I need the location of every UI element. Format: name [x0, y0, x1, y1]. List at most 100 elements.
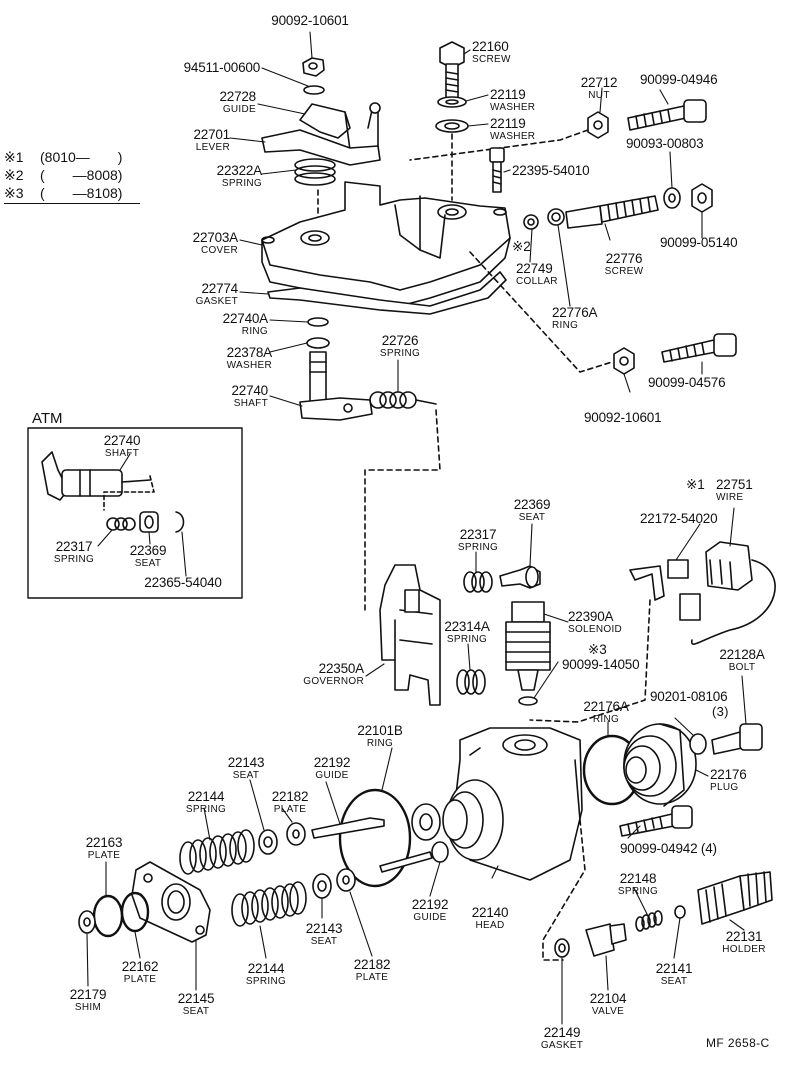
part-label-90099-14050: 90099-14050	[562, 657, 640, 672]
part-label-90201-08106: 90201-08106(3)	[650, 689, 729, 719]
bolt-part	[711, 723, 763, 755]
spring-part	[294, 158, 336, 186]
head-part	[442, 727, 583, 881]
governor-part	[379, 564, 441, 706]
plate-part	[92, 894, 124, 938]
part-label-90092-10601: 90092-10601	[271, 13, 349, 28]
plate-part	[120, 891, 150, 933]
wire-part	[679, 541, 776, 645]
seat-part	[258, 829, 278, 855]
screw-part	[439, 41, 465, 99]
part-label-90099-05140: 90099-05140	[660, 235, 738, 250]
spring-part	[456, 669, 486, 695]
part-label-22395-54010: 22395-54010	[512, 163, 590, 178]
lever-part	[261, 102, 381, 166]
guide-pin-part	[311, 817, 385, 839]
mark-note-2: ※2	[512, 239, 531, 254]
part-label-90093-00803: 90093-00803	[626, 136, 704, 151]
plug-part	[623, 723, 697, 807]
part-label-22172-54020: 22172-54020	[640, 511, 718, 526]
serial-notes: ※1(8010— ) ※2( —8008) ※3( —8108)	[4, 148, 140, 204]
holder-part	[697, 871, 773, 925]
washer-part	[437, 96, 467, 108]
ring-part	[307, 317, 329, 327]
seat-plate-part	[131, 861, 211, 943]
seat-part	[499, 565, 541, 589]
note-row: ※3( —8108)	[4, 185, 123, 201]
terminal-part	[629, 559, 689, 601]
seat-part	[312, 873, 332, 899]
gasket-part	[554, 938, 570, 958]
spring-part	[179, 829, 255, 875]
shim-part	[78, 910, 96, 934]
part-label-94511-00600: 94511-00600	[183, 60, 261, 75]
valve-part	[585, 923, 627, 957]
ring-part	[547, 208, 565, 226]
atm-title: ATM	[32, 410, 63, 427]
screw-part	[565, 195, 659, 229]
washer-part	[306, 337, 330, 349]
ring-part	[411, 803, 441, 841]
bolt-part	[489, 147, 505, 193]
atm-spring-part	[106, 517, 136, 531]
spring-part	[369, 391, 437, 409]
shaft-part	[299, 351, 373, 421]
spring-part	[463, 571, 493, 593]
gasket-part	[267, 271, 507, 315]
spring-part	[635, 910, 663, 932]
spring-part	[231, 881, 307, 927]
nut-part	[302, 57, 325, 77]
ring-part	[338, 788, 412, 888]
solenoid-part	[505, 601, 551, 691]
ring-part	[518, 696, 538, 706]
part-label-90099-04946: 90099-04946	[640, 72, 718, 87]
part-label-atm-22365-54040: 22365-54040	[144, 575, 222, 590]
atm-seat-part	[139, 511, 159, 533]
plate-part	[286, 822, 306, 846]
mark-note-3: ※3	[588, 642, 607, 657]
part-label-90099-04942: 90099-04942 (4)	[620, 841, 717, 856]
part-label-90099-04576: 90099-04576	[648, 375, 726, 390]
bolt-part	[627, 99, 707, 131]
